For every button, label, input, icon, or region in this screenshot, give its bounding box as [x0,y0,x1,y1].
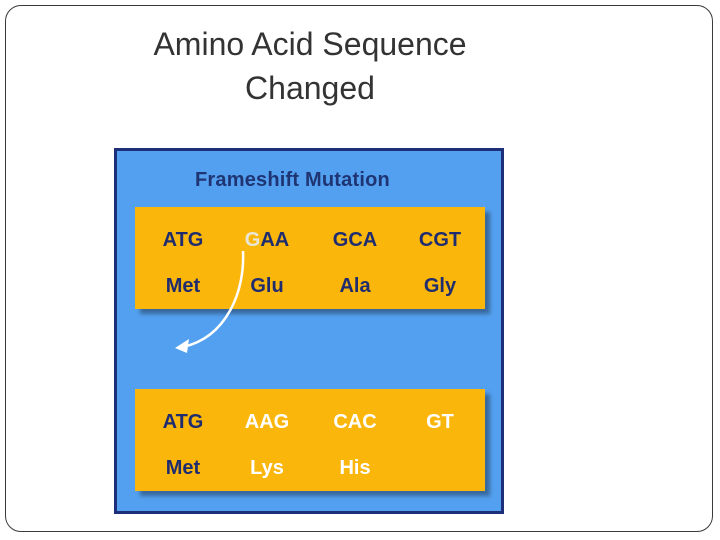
mutated-amino-3: His [339,457,371,479]
mutated-sequence-box: ATG AAG CAC GT Met Lys His [135,389,485,491]
slide-frame [5,5,713,532]
mutated-codon-3: CAC [333,411,377,433]
original-amino-1: Met [165,275,201,297]
original-sequence-box: ATG GAA GCA CGT Met Glu Ala Gly [135,207,485,309]
mutated-codon-1: ATG [162,411,204,433]
original-codon-2-rest: AA [260,229,290,251]
slide-title-line-2: Changed [245,70,375,106]
mutated-amino-1: Met [165,457,201,479]
original-amino-2: Glu [250,275,284,297]
original-codon-4: CGT [418,229,462,251]
original-codon-2: GAA [227,229,307,252]
original-codon-1: ATG [162,229,204,251]
mutated-amino-2: Lys [250,457,284,479]
mutated-codon-2: AAG [244,411,290,433]
mutated-codon-4: GT [426,411,454,433]
original-amino-4: Gly [423,275,457,297]
slide-title-line-1: Amino Acid Sequence [153,26,467,62]
diagram-heading: Frameshift Mutation [195,169,390,191]
deleted-base: G [244,229,261,251]
slide-title: Amino Acid Sequence Changed [100,22,520,110]
frameshift-diagram: Frameshift Mutation ATG GAA GCA CGT Met … [114,148,504,514]
original-codon-3: GCA [332,229,378,251]
original-amino-3: Ala [339,275,371,297]
